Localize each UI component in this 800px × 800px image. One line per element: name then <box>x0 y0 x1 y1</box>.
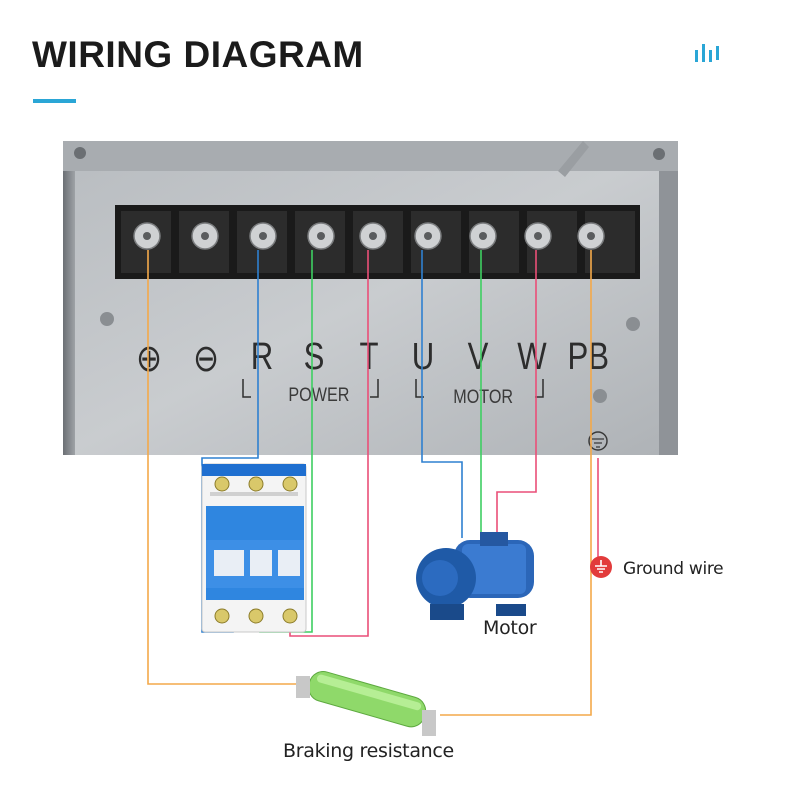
terminal-label-w: W <box>517 336 547 378</box>
braking-wire-plus <box>147 250 298 685</box>
terminal-label-pb: PB <box>567 336 610 378</box>
title-underline <box>33 99 76 103</box>
motor-wire-w <box>496 250 537 538</box>
page-title: WIRING DIAGRAM <box>32 34 364 75</box>
terminal-label-minus: ⊖ <box>192 338 220 380</box>
braking-resistor <box>296 671 436 736</box>
motor-group-label: MOTOR <box>453 387 514 408</box>
terminal-label-v: V <box>467 336 489 378</box>
terminal-label-r: R <box>250 336 274 378</box>
terminal-label-s: S <box>303 336 325 378</box>
motor-caption: Motor <box>483 617 537 639</box>
circuit-breaker <box>201 463 307 633</box>
motor-image <box>416 532 534 620</box>
power-group-label: POWER <box>288 385 350 406</box>
terminal-label-u: U <box>411 336 435 378</box>
motor-wire-u <box>421 250 463 538</box>
braking-caption: Braking resistance <box>283 740 454 762</box>
terminal-panel <box>63 141 678 455</box>
ground-symbol-icon <box>590 556 612 578</box>
ground-caption: Ground wire <box>623 559 724 579</box>
terminal-label-t: T <box>359 336 379 378</box>
braking-wire-pb <box>440 250 592 716</box>
terminal-label-plus: ⊕ <box>135 338 163 380</box>
signal-bars-icon <box>695 44 719 62</box>
